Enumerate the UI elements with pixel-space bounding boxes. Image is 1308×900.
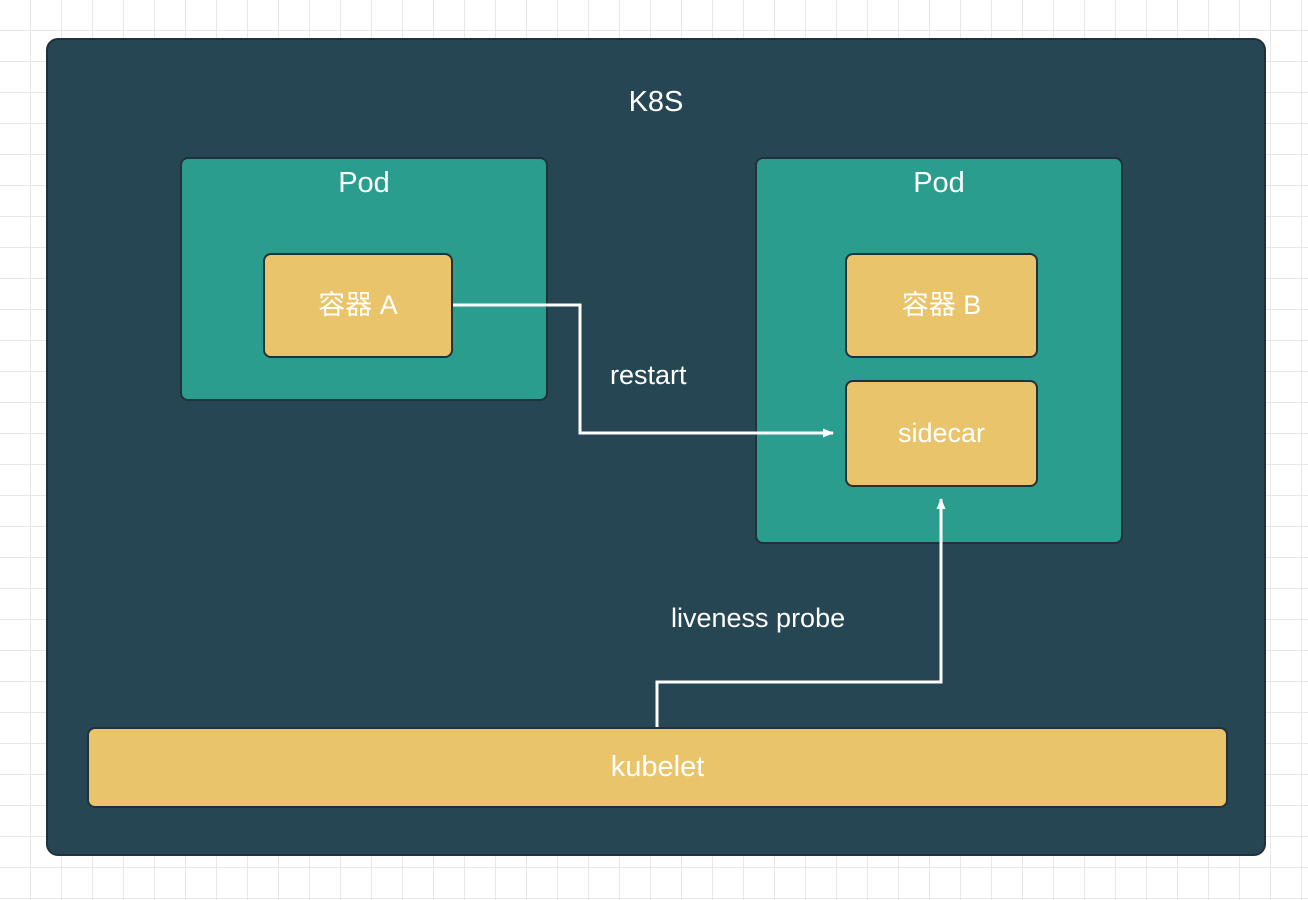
sidecar-box[interactable]: sidecar	[845, 380, 1038, 487]
edge-liveness-probe-path[interactable]	[655, 498, 946, 727]
edge-label-liveness-probe: liveness probe	[671, 603, 846, 633]
container-b-box[interactable]: 容器 B	[845, 253, 1038, 358]
edge-restart-path[interactable]	[453, 303, 834, 438]
edge-label-restart: restart	[610, 360, 687, 390]
